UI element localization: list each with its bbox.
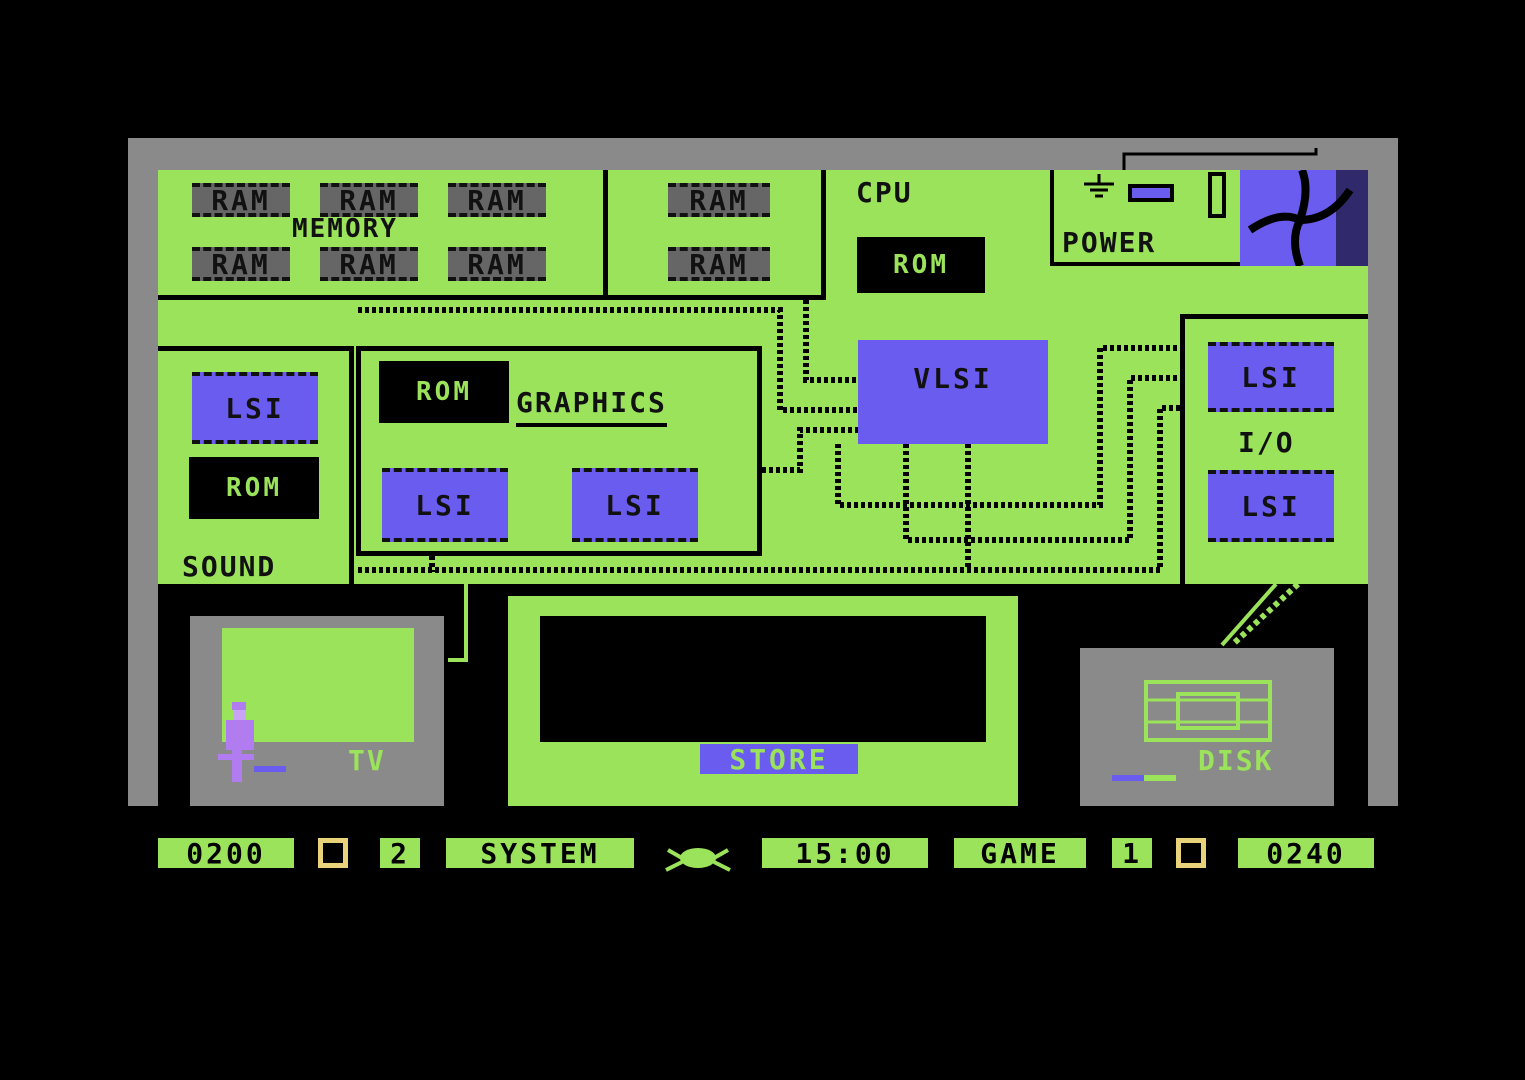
timer: 15:00: [762, 837, 928, 870]
graphics-block: [356, 346, 762, 556]
score-right: 0240: [1238, 837, 1374, 870]
graphics-lsi-chip: LSI: [382, 468, 508, 542]
power-cable: [1120, 148, 1320, 172]
memory-label: MEMORY: [292, 214, 398, 244]
io-lsi-chip: LSI: [1208, 342, 1334, 412]
memory-block: [158, 170, 608, 300]
ram-chip: RAM: [668, 183, 770, 217]
ram-chip: RAM: [668, 247, 770, 281]
sound-label: SOUND: [182, 550, 277, 583]
store-label: STORE: [700, 743, 858, 776]
switch-icon: [1208, 172, 1226, 218]
ram-chip: RAM: [192, 247, 290, 281]
player-two-indicator: [1176, 838, 1206, 868]
disk-drive-icon: [1144, 680, 1272, 742]
bug-icon: [664, 840, 732, 872]
game-label: GAME: [954, 837, 1086, 870]
io-lsi-chip: LSI: [1208, 470, 1334, 542]
ram-chip: RAM: [320, 247, 418, 281]
ground-icon: [1082, 174, 1116, 200]
graphics-label: GRAPHICS: [516, 386, 667, 427]
sound-lsi-chip: LSI: [192, 372, 318, 444]
battery-icon: [1128, 184, 1174, 202]
player-character[interactable]: [214, 702, 286, 782]
ram-chip: RAM: [320, 183, 418, 217]
cpu-label: CPU: [856, 176, 913, 209]
power-label: POWER: [1062, 226, 1157, 259]
disk-indicator: [1112, 766, 1176, 781]
graphics-rom-chip: ROM: [379, 361, 509, 423]
graphics-lsi-chip: LSI: [572, 468, 698, 542]
io-label: I/O: [1238, 426, 1295, 459]
extra-ram-block: [608, 170, 826, 300]
lives-counter: 2: [380, 837, 420, 870]
io-block: [1180, 314, 1368, 584]
tv-label: TV: [348, 744, 386, 777]
vlsi-chip: VLSI: [858, 340, 1048, 444]
power-block: [1050, 170, 1242, 266]
ram-chip: RAM: [448, 183, 546, 217]
ram-chip: RAM: [192, 183, 290, 217]
disk-label: DISK: [1198, 744, 1274, 777]
fan-icon: [1240, 168, 1368, 268]
ram-chip: RAM: [448, 247, 546, 281]
store-slot: [540, 616, 986, 742]
mode-label: SYSTEM: [446, 837, 634, 870]
sound-block: [158, 346, 354, 584]
sound-rom-chip: ROM: [189, 457, 319, 519]
player-one-indicator: [318, 838, 348, 868]
score-left: 0200: [158, 837, 294, 870]
cpu-rom-chip: ROM: [857, 237, 985, 293]
game-number: 1: [1112, 837, 1152, 870]
